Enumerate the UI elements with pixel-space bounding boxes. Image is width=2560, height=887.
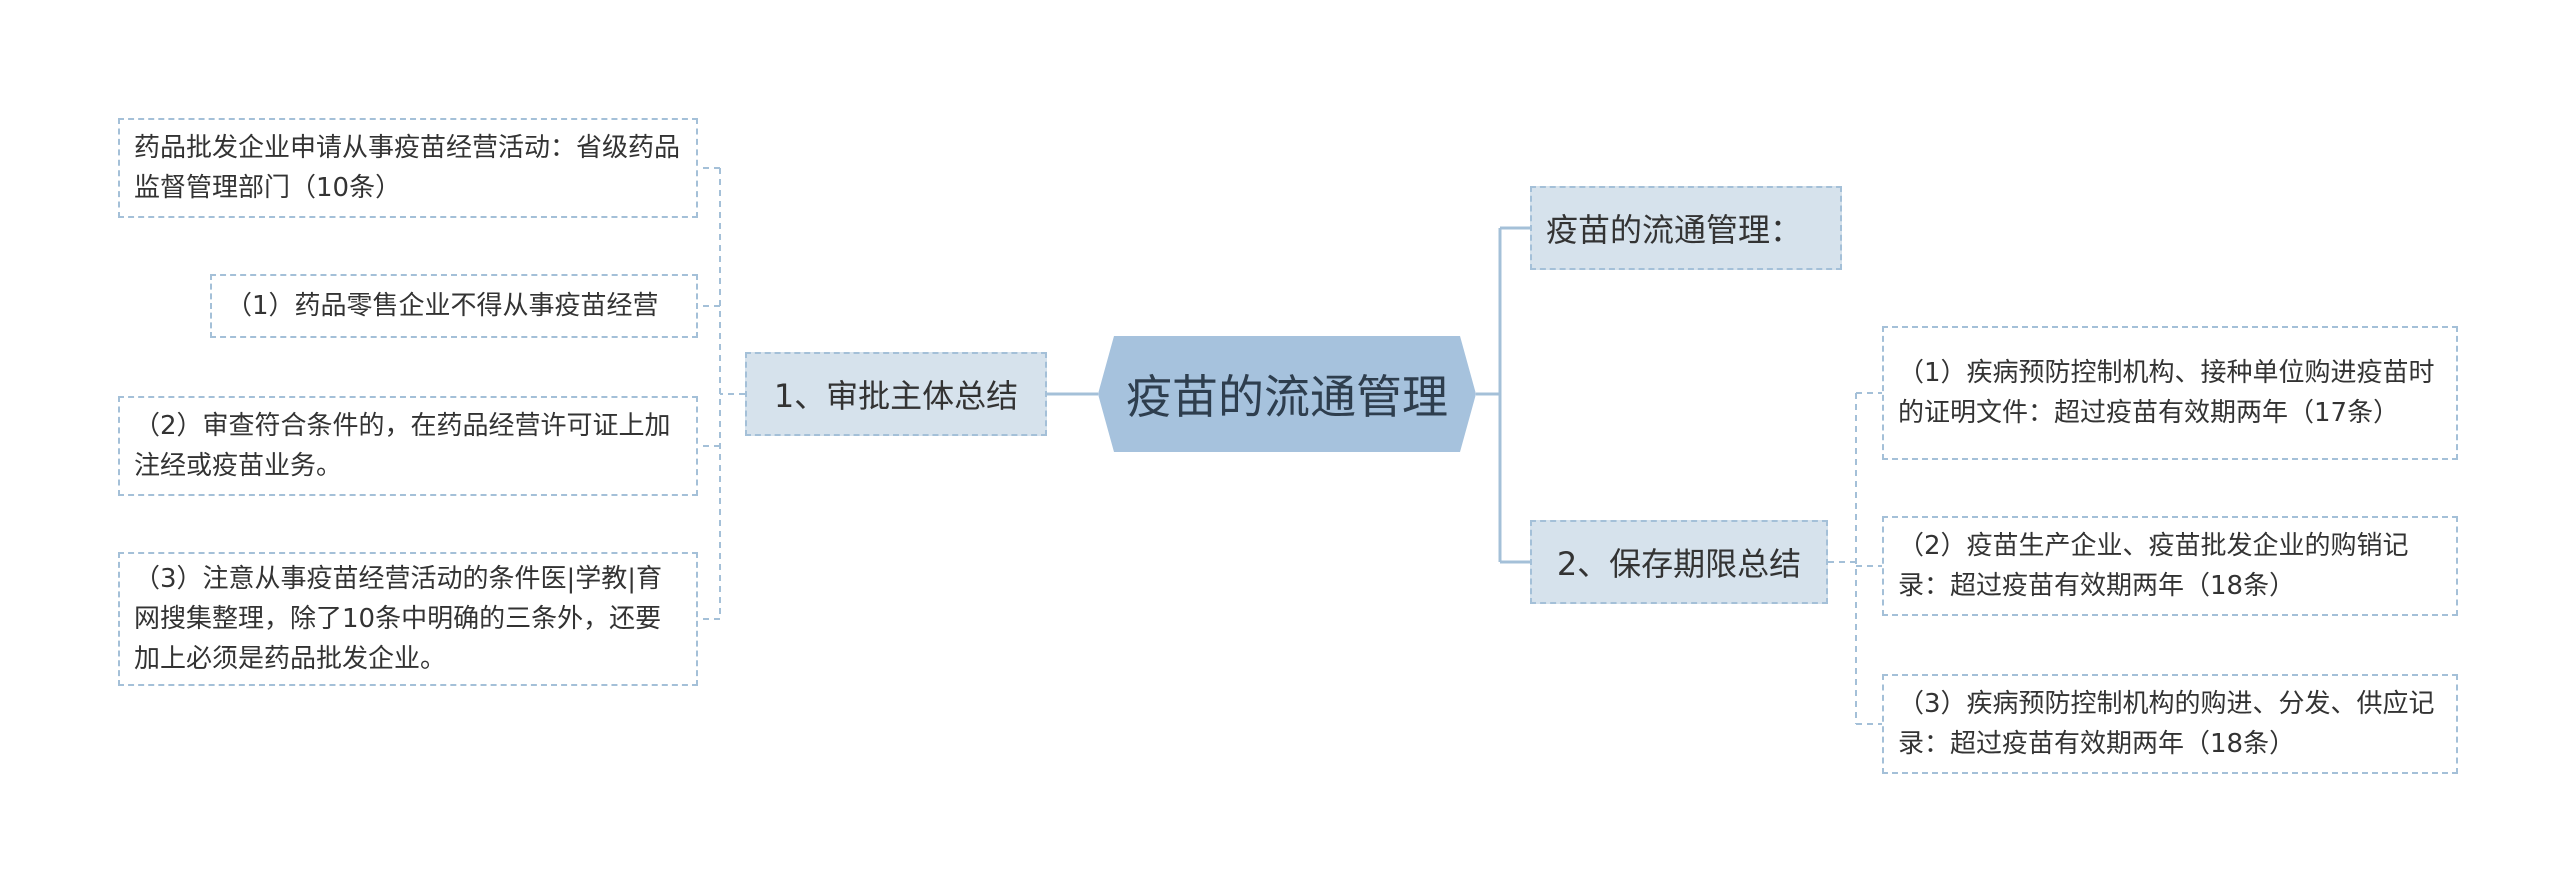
- root-topic-label: 疫苗的流通管理: [1126, 370, 1448, 424]
- leaf-license-annotation[interactable]: （2）审查符合条件的，在药品经营许可证上加注经或疫苗业务。: [118, 396, 698, 496]
- branch-approval-summary[interactable]: 1、审批主体总结: [745, 352, 1047, 436]
- leaf-distribution-records[interactable]: （3）疾病预防控制机构的购进、分发、供应记录：超过疫苗有效期两年（18条）: [1882, 674, 2458, 774]
- branch-label: 2、保存期限总结: [1556, 545, 1802, 583]
- branch-circulation-management[interactable]: 疫苗的流通管理：: [1530, 186, 1842, 270]
- leaf-sales-records[interactable]: （2）疫苗生产企业、疫苗批发企业的购销记录：超过疫苗有效期两年（18条）: [1882, 516, 2458, 616]
- branch-retention-period-summary[interactable]: 2、保存期限总结: [1530, 520, 1828, 604]
- leaf-text: 药品批发企业申请从事疫苗经营活动：省级药品监督管理部门（10条）: [134, 133, 681, 203]
- leaf-text: （1）药品零售企业不得从事疫苗经营: [226, 291, 659, 321]
- branch-label: 疫苗的流通管理：: [1546, 211, 1803, 249]
- leaf-text: （3）疾病预防控制机构的购进、分发、供应记录：超过疫苗有效期两年（18条）: [1898, 689, 2435, 759]
- leaf-text: （1）疾病预防控制机构、接种单位购进疫苗时的证明文件：超过疫苗有效期两年（17条…: [1898, 358, 2435, 428]
- leaf-wholesale-application[interactable]: 药品批发企业申请从事疫苗经营活动：省级药品监督管理部门（10条）: [118, 118, 698, 218]
- root-topic[interactable]: 疫苗的流通管理: [1098, 336, 1476, 452]
- branch-label: 1、审批主体总结: [773, 377, 1019, 415]
- leaf-operating-conditions[interactable]: （3）注意从事疫苗经营活动的条件医|学教|育网搜集整理，除了10条中明确的三条外…: [118, 552, 698, 686]
- leaf-retail-prohibited[interactable]: （1）药品零售企业不得从事疫苗经营: [210, 274, 698, 338]
- leaf-text: （3）注意从事疫苗经营活动的条件医|学教|育网搜集整理，除了10条中明确的三条外…: [134, 564, 663, 674]
- leaf-text: （2）疫苗生产企业、疫苗批发企业的购销记录：超过疫苗有效期两年（18条）: [1898, 531, 2409, 601]
- leaf-purchase-certificates[interactable]: （1）疾病预防控制机构、接种单位购进疫苗时的证明文件：超过疫苗有效期两年（17条…: [1882, 326, 2458, 460]
- leaf-text: （2）审查符合条件的，在药品经营许可证上加注经或疫苗业务。: [134, 411, 671, 481]
